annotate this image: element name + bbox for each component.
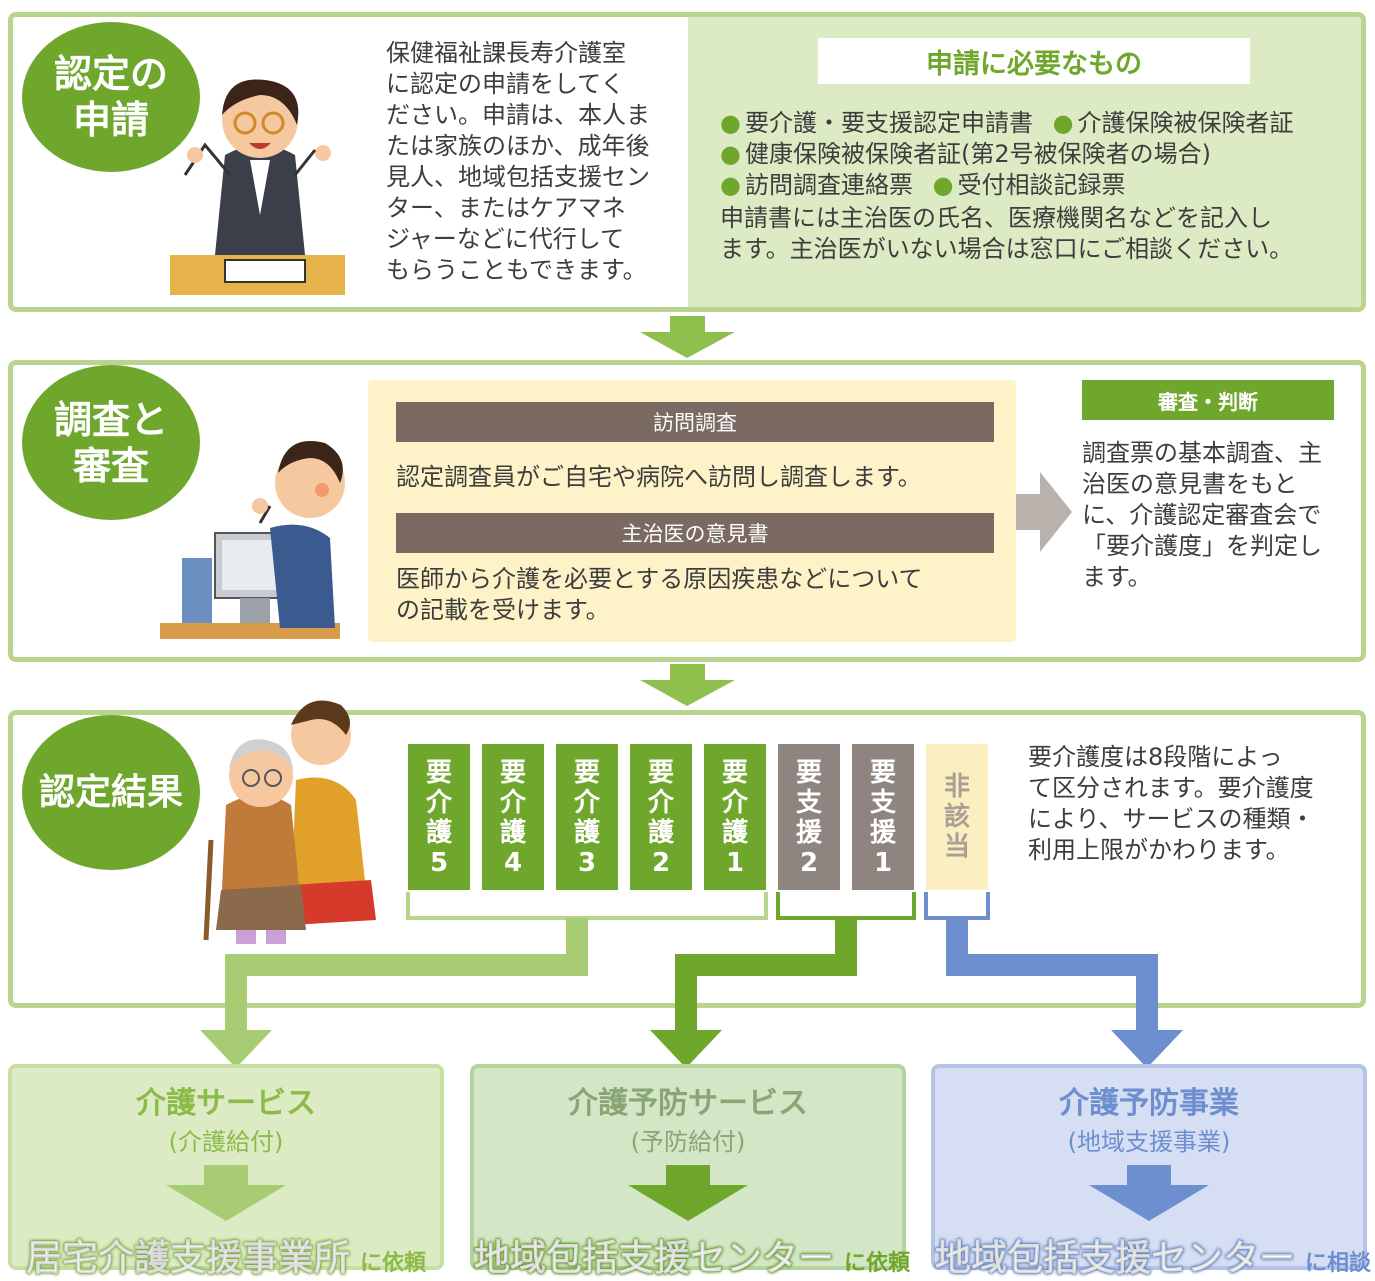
result-flow-connectors (200, 892, 1183, 1068)
result-explanation: 要介護度は8段階によっ て区分されます。要介護度 により、サービスの種類・ 利用… (1028, 743, 1315, 864)
prevention-service-destination: 地域包括支援センター (473, 1238, 835, 1280)
right-arrow-icon (1016, 472, 1072, 552)
level-number: 3 (577, 848, 597, 878)
level-not-applicable: 非 該 当 (926, 744, 988, 890)
receptionist-illustration (170, 79, 345, 295)
level-char: 護 (425, 818, 452, 848)
level-char: 要 (869, 758, 896, 788)
level-support-1: 要 支 援 1 (852, 744, 914, 890)
level-char: 援 (869, 818, 896, 848)
bullet-icon: ● (932, 171, 954, 199)
level-care-2: 要 介 護 2 (630, 744, 692, 890)
prevention-service-box: 介護予防サービス (予防給付) 地域包括支援センターに依頼 (470, 1064, 910, 1280)
level-char: 要 (647, 758, 674, 788)
level-care-3: 要 介 護 3 (556, 744, 618, 890)
level-char: 要 (499, 758, 526, 788)
prevention-project-subtitle: (地域支援事業) (1067, 1128, 1231, 1156)
down-arrow-icon (640, 316, 735, 358)
level-number: 1 (873, 848, 893, 878)
bullet-icon: ● (1052, 109, 1074, 137)
application-instructions: 保健福祉課長寿介護室 に認定の申請をしてく ださい。申請は、本人ま たは家族のほ… (386, 39, 650, 284)
bullet-icon: ● (720, 109, 741, 137)
level-char: 介 (647, 788, 674, 818)
step-result-circle: 認定結果 (22, 715, 200, 870)
level-char: 要 (573, 758, 600, 788)
required-item: 健康保険被保険者証(第2号被保険者の場合) (744, 140, 1211, 168)
level-number: 1 (725, 848, 745, 878)
prevention-project-box: 介護予防事業 (地域支援事業) 地域包括支援センターに相談 (931, 1064, 1371, 1280)
prevention-service-subtitle: (予防給付) (630, 1128, 746, 1156)
level-char: 護 (573, 818, 600, 848)
step-survey-circle: 調査と 審査 (22, 365, 200, 520)
level-char: 介 (721, 788, 748, 818)
care-service-title: 介護サービス (136, 1086, 316, 1121)
required-items-title: 申請に必要なもの (818, 38, 1250, 84)
doctor-opinion-title: 主治医の意見書 (396, 513, 994, 553)
level-char: 該 (943, 802, 970, 832)
level-char: 護 (721, 818, 748, 848)
level-char: 護 (647, 818, 674, 848)
required-item: 介護保険被保険者証 (1077, 109, 1294, 137)
elderly-couple-illustration (203, 700, 376, 944)
bullet-icon: ● (720, 140, 741, 168)
bullet-icon: ● (720, 171, 741, 199)
down-arrow-icon (1089, 1165, 1209, 1221)
level-number: 2 (651, 848, 671, 878)
level-number: 4 (503, 848, 523, 878)
level-char: 介 (425, 788, 452, 818)
doctor-opinion-text: 医師から介護を必要とする原因疾患などについて の記載を受けます。 (396, 565, 923, 624)
prevention-project-title: 介護予防事業 (1059, 1086, 1239, 1121)
level-char: 介 (499, 788, 526, 818)
judgement-title: 審査・判断 (1082, 380, 1334, 420)
down-arrow-icon (166, 1165, 286, 1221)
level-char: 要 (425, 758, 452, 788)
down-arrow-icon (640, 664, 735, 706)
level-support-2: 要 支 援 2 (778, 744, 840, 890)
level-number: 2 (799, 848, 819, 878)
level-char: 要 (721, 758, 748, 788)
level-char: 護 (499, 818, 526, 848)
level-number: 5 (429, 848, 449, 878)
prevention-service-title: 介護予防サービス (568, 1086, 808, 1121)
prevention-service-action: に依頼 (844, 1251, 911, 1276)
visit-survey-text: 認定調査員がご自宅や病院へ訪問し調査します。 (396, 463, 922, 491)
level-care-5: 要 介 護 5 (408, 744, 470, 890)
required-items-list: ●要介護・要支援認定申請書 ●介護保険被保険者証 ●健康保険被保険者証(第2号被… (720, 108, 1360, 201)
step-application-circle: 認定の 申請 (22, 22, 200, 172)
required-items-note: 申請書には主治医の氏名、医療機関名などを記入し ます。主治医がいない場合は窓口に… (720, 204, 1294, 263)
required-item: 要介護・要支援認定申請書 (744, 109, 1033, 137)
level-care-1: 要 介 護 1 (704, 744, 766, 890)
level-char: 支 (795, 788, 822, 818)
prevention-project-destination: 地域包括支援センター (934, 1238, 1296, 1280)
level-char: 介 (573, 788, 600, 818)
visit-survey-title: 訪問調査 (396, 402, 994, 442)
down-arrow-icon (628, 1165, 748, 1221)
prevention-project-action: に相談 (1305, 1251, 1372, 1276)
care-service-destination: 居宅介護支援事業所 (25, 1238, 350, 1280)
level-char: 援 (795, 818, 822, 848)
level-char: 要 (795, 758, 822, 788)
care-service-action: に依頼 (360, 1251, 427, 1276)
level-char: 当 (943, 832, 970, 862)
care-service-box: 介護サービス (介護給付) 居宅介護支援事業所に依頼 (8, 1064, 444, 1280)
required-item: 訪問調査連絡票 (744, 171, 913, 199)
level-char: 支 (869, 788, 896, 818)
level-care-4: 要 介 護 4 (482, 744, 544, 890)
required-item: 受付相談記録票 (957, 171, 1126, 199)
investigator-illustration (160, 441, 345, 639)
care-service-subtitle: (介護給付) (168, 1128, 284, 1156)
judgement-text: 調査票の基本調査、主 治医の意見書をもと に、介護認定審査会で 「要介護度」を判… (1082, 439, 1322, 591)
level-char: 非 (943, 772, 970, 802)
